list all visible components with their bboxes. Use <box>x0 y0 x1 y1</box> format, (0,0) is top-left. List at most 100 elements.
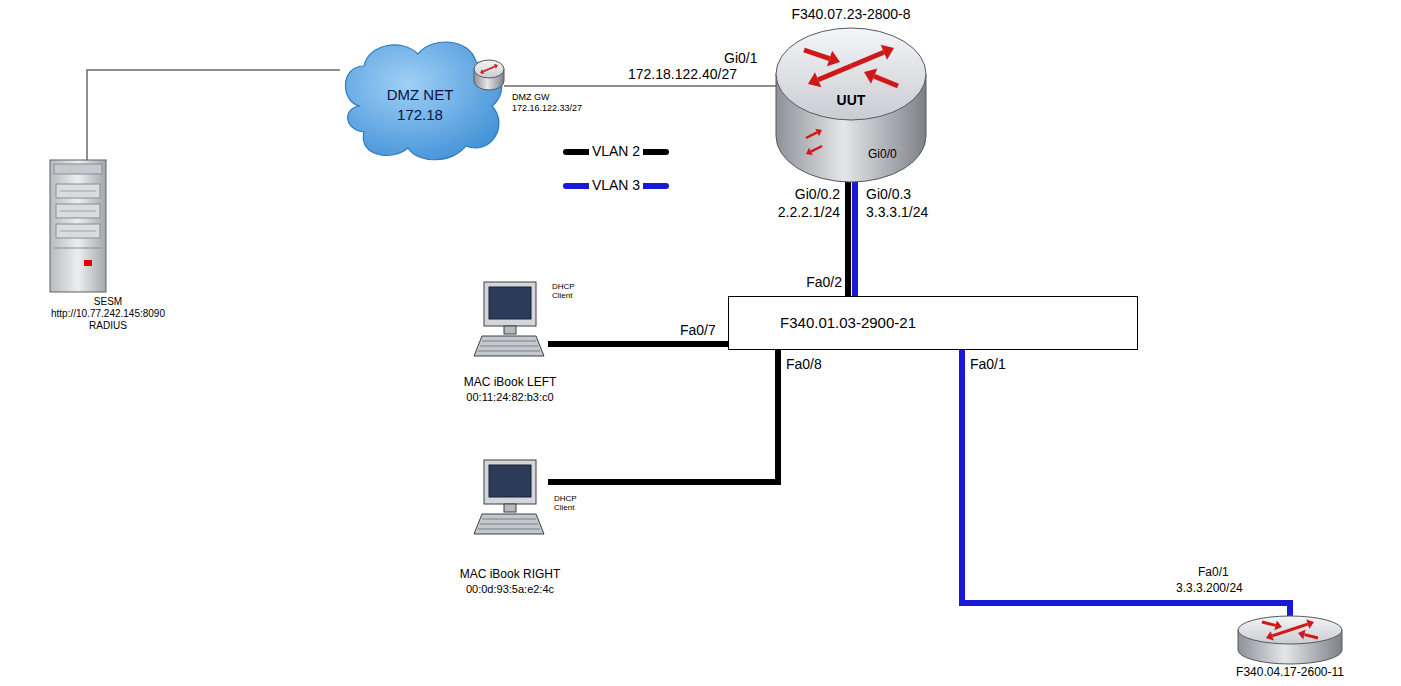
laptop-icon-shape-part <box>474 336 544 356</box>
legend-item: VLAN 3 <box>563 176 669 196</box>
laptop-icon: DHCP ClientMAC iBook RIGHT00:0d:93:5a:e2… <box>470 458 548 546</box>
device-label: Gi0/0 <box>868 148 897 162</box>
device-label: 172.18 <box>397 106 443 123</box>
network-link <box>504 85 776 87</box>
laptop-icon-shape-part <box>504 326 516 334</box>
interface-label: Fa0/7 <box>680 322 716 338</box>
router-icon-shape <box>1238 616 1342 664</box>
router-icon: F340.07.23-2800-8UUTGi0/0 <box>776 28 926 182</box>
server-icon-shape-part <box>50 160 106 292</box>
router-icon-shape-part <box>806 132 817 138</box>
network-link <box>548 350 778 482</box>
router-icon-shape-part <box>864 69 877 84</box>
device-label: DMZ NET <box>387 86 454 103</box>
gateway-router-shape <box>474 60 504 90</box>
router-icon: F340.04.17-2600-11 <box>1238 616 1342 664</box>
server-icon-shape <box>50 160 106 292</box>
router-icon-shape-part <box>1272 630 1290 636</box>
router-icon-shape-part <box>1298 630 1306 640</box>
router-icon-shape-part <box>827 51 840 67</box>
router-icon-shape-part <box>776 28 926 120</box>
router-icon-shape-part <box>818 66 851 80</box>
network-link <box>962 350 1290 616</box>
router-icon-shape-part <box>851 52 884 66</box>
interface-label: Fa0/2 <box>806 274 842 290</box>
server-icon-shape-part <box>56 204 100 218</box>
laptop-icon-shape-part <box>504 504 516 512</box>
server-icon-shape-part <box>84 260 92 266</box>
router-icon-shape-part <box>806 148 813 155</box>
switch-box: F340.01.03-2900-21 <box>728 296 1138 350</box>
router-icon-shape-part <box>1290 624 1308 630</box>
laptop-icon-shape-part <box>489 465 531 497</box>
gateway-router-shape-part <box>494 64 498 69</box>
router-icon-shape-part <box>1306 619 1314 628</box>
router-icon-shape-part <box>811 146 822 152</box>
interface-label: 2.2.2.1/24 <box>778 204 840 220</box>
server-icon-shape-part <box>60 211 96 212</box>
device-label: RADIUS <box>89 320 127 332</box>
legend-label: VLAN 3 <box>589 177 643 193</box>
server-icon: SESMhttp://10.77.242.145:8090RADIUS <box>50 160 106 292</box>
legend-item: VLAN 2 <box>563 142 669 162</box>
server-icon-shape-part <box>56 184 100 198</box>
laptop-icon-shape-part <box>484 460 536 504</box>
router-icon-shape-part <box>881 45 894 60</box>
device-label: UUT <box>837 92 866 108</box>
device-label: 00:0d:93:5a:e2:4c <box>466 583 554 596</box>
device-label: 00:11:24:82:b3:c0 <box>466 391 553 404</box>
interface-label: Fa0/1 <box>970 356 1006 372</box>
switch-box-shape-part <box>729 297 1138 350</box>
router-icon-shape-part <box>1274 621 1282 631</box>
laptop-icon-shape-part <box>482 341 536 342</box>
laptop-icon-shape-part <box>478 529 540 530</box>
interface-label: 172.18.122.40/27 <box>628 66 737 82</box>
network-cloud: DMZ NET 172.18 <box>340 36 506 164</box>
interface-label: Gi0/0.3 <box>866 186 911 202</box>
laptop-icon-shape-part <box>482 519 536 520</box>
router-icon-shape-part <box>874 76 898 86</box>
interface-label: Gi0/0.2 <box>795 186 840 202</box>
server-icon-shape-part <box>54 248 102 249</box>
router-icon-shape-part <box>815 129 822 136</box>
laptop-icon-shape-part <box>489 287 531 319</box>
device-label: MAC iBook RIGHT <box>460 568 561 582</box>
device-label: F340.04.17-2600-11 <box>1236 666 1344 680</box>
network-link <box>845 182 851 296</box>
laptop-icon-shape-part <box>484 282 536 326</box>
laptop-icon-shape-part <box>480 524 538 525</box>
server-icon-shape-part <box>54 164 102 174</box>
device-label: DMZ GW <box>512 92 550 102</box>
laptop-icon-shape <box>470 458 548 546</box>
router-icon-shape-part <box>1262 622 1276 625</box>
gateway-router-shape-part <box>489 66 495 69</box>
gateway-router: DMZ GW172.16.122.33/27 <box>474 60 504 90</box>
router-icon-shape-part <box>804 50 830 59</box>
router-icon-shape-part <box>1238 616 1342 644</box>
interface-label: 3.3.3.1/24 <box>866 204 928 220</box>
interface-label: Gi0/1 <box>724 50 757 66</box>
network-cloud-shape-part <box>345 42 501 160</box>
device-label: http://10.77.242.145:8090 <box>51 308 165 320</box>
router-icon-shape-part <box>1266 631 1274 640</box>
interface-label: 3.3.3.200/24 <box>1176 582 1243 596</box>
network-link <box>852 182 858 296</box>
server-icon-shape-part <box>56 224 100 238</box>
gateway-router-shape-part <box>474 60 504 78</box>
interface-label: Fa0/1 <box>1198 566 1229 580</box>
laptop-icon-shape <box>470 280 548 368</box>
server-icon-shape-part <box>60 231 96 232</box>
gateway-router-shape-part <box>480 69 484 74</box>
laptop-icon-shape-part <box>480 346 538 347</box>
server-icon-shape-part <box>60 191 96 192</box>
router-icon-shape-part <box>1304 635 1318 638</box>
device-label: 172.16.122.33/27 <box>512 103 582 113</box>
laptop-icon: DHCP ClientMAC iBook LEFT00:11:24:82:b3:… <box>470 280 548 368</box>
device-label: DHCP Client <box>554 494 582 512</box>
device-label: F340.07.23-2800-8 <box>791 6 910 22</box>
gateway-router-shape-part <box>483 69 489 72</box>
laptop-icon-shape-part <box>474 514 544 534</box>
router-icon-shape-part <box>808 72 821 87</box>
device-label: MAC iBook LEFT <box>464 376 557 390</box>
